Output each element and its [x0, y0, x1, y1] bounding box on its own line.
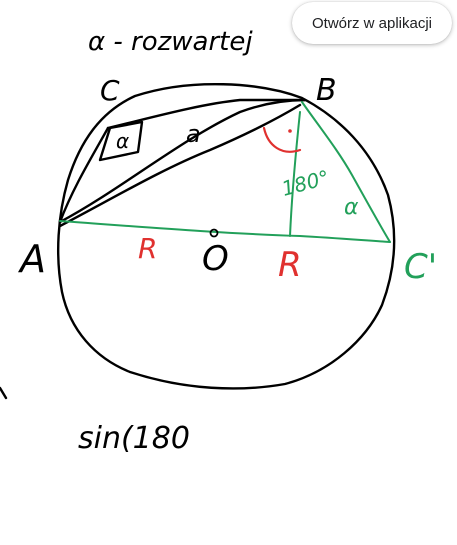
chord-ac: [58, 126, 110, 224]
label-r-right: R: [278, 245, 302, 285]
chord-ab: [58, 98, 307, 224]
chord-inner: [58, 103, 302, 228]
angle-mark-c: [98, 120, 144, 162]
label-b: B: [316, 73, 337, 108]
open-in-app-button[interactable]: Otwórz w aplikacji: [292, 2, 452, 44]
label-alpha-c: α: [116, 129, 129, 153]
line-b-cprime: [301, 101, 391, 243]
sin-formula: sin(180: [78, 421, 190, 456]
diameter-a-cprime: [59, 220, 391, 243]
center-dot: [209, 228, 219, 238]
open-in-app-label: Otwórz w aplikacji: [311, 14, 433, 32]
side-cb: [106, 98, 307, 130]
right-angle-dot: [288, 129, 292, 133]
right-angle-mark: [262, 126, 302, 153]
label-a: A: [17, 237, 46, 281]
label-r-left: R: [138, 232, 157, 265]
stray-stroke: [0, 386, 8, 400]
label-180: 180°: [279, 165, 332, 201]
label-a-side: a: [186, 120, 201, 148]
label-c: C: [100, 74, 120, 107]
line-b-diameter: [289, 111, 301, 237]
label-c-prime: C': [404, 247, 437, 287]
label-alpha-right: α: [344, 195, 359, 220]
sketch-title: α - rozwartej: [88, 27, 253, 57]
label-o: O: [202, 239, 229, 279]
